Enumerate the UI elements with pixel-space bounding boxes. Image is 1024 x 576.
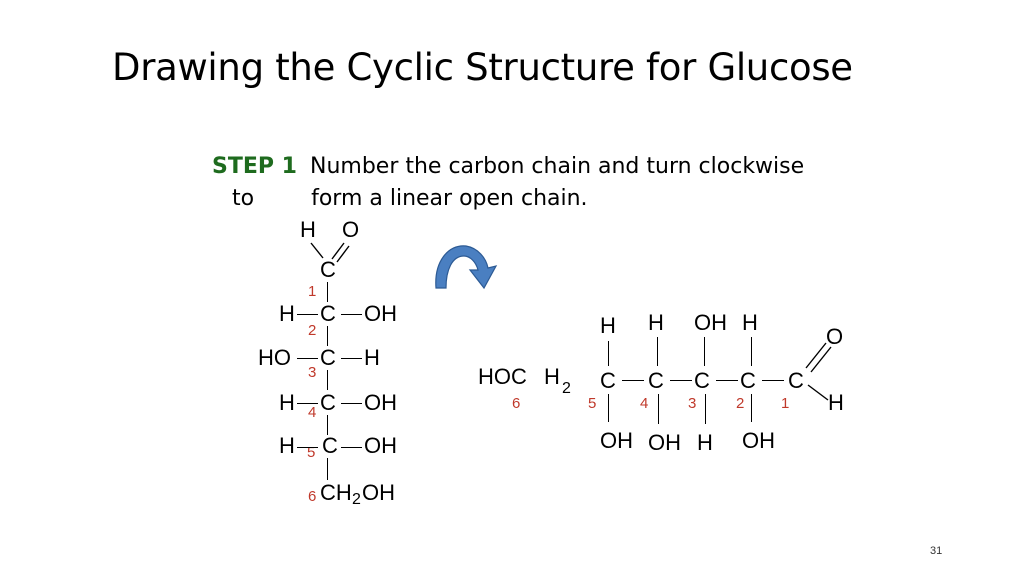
fischer-c5: C <box>322 433 338 458</box>
fischer-bond-c1-h <box>310 242 324 259</box>
fischer-c6-subscript: 2 <box>352 491 361 508</box>
fischer-bond-c1-o-double <box>336 245 350 263</box>
fischer-c1-h: H <box>300 217 316 242</box>
fischer-c4: C <box>320 390 336 415</box>
slide-title: Drawing the Cyclic Structure for Glucose <box>112 46 853 89</box>
linear-bottom-5: OH <box>600 428 633 453</box>
linear-bond <box>751 337 753 366</box>
fischer-bond <box>341 403 362 405</box>
fischer-number-5: 5 <box>307 444 316 461</box>
clockwise-curved-arrow-icon <box>435 245 498 290</box>
fischer-bond <box>327 458 329 480</box>
fischer-bond <box>297 403 318 405</box>
fischer-bond <box>297 447 318 449</box>
linear-c4: C <box>648 368 664 393</box>
linear-bond <box>670 380 692 382</box>
linear-bond <box>608 341 610 366</box>
linear-c3: C <box>694 368 710 393</box>
step-label: STEP 1 <box>212 154 297 179</box>
step-text-2a: to <box>232 186 255 211</box>
page-number: 31 <box>930 545 943 557</box>
fischer-bond <box>297 314 318 316</box>
linear-bond <box>762 380 784 382</box>
linear-bottom-3: H <box>697 430 713 455</box>
fischer-bond <box>341 358 362 360</box>
linear-bond <box>716 380 738 382</box>
fischer-c1-o: O <box>342 217 360 242</box>
fischer-c6-oh: OH <box>362 480 395 505</box>
linear-aldehyde-o: O <box>826 324 844 349</box>
linear-hoc: HOC <box>478 364 527 389</box>
linear-bond <box>608 394 610 422</box>
linear-bond <box>751 394 753 422</box>
fischer-bond-c1-o <box>331 242 345 260</box>
fischer-c4-left: H <box>279 390 295 415</box>
linear-c2: C <box>740 368 756 393</box>
fischer-number-3: 3 <box>308 364 317 381</box>
fischer-c1: C <box>320 257 336 282</box>
fischer-bond <box>327 415 329 435</box>
linear-number-6: 6 <box>512 395 521 412</box>
step-text-1: Number the carbon chain and turn clockwi… <box>309 154 805 179</box>
fischer-c5-right: OH <box>364 433 397 458</box>
linear-bottom-2: OH <box>742 428 775 453</box>
fischer-c3-right: H <box>364 345 380 370</box>
linear-bond <box>658 394 660 424</box>
step-text-2b: form a linear open chain. <box>311 186 588 211</box>
step-instruction-line1: STEP 1 Number the carbon chain and turn … <box>212 154 804 179</box>
linear-top-4: H <box>648 310 664 335</box>
fischer-c3: C <box>320 345 336 370</box>
linear-h2-subscript: 2 <box>562 380 571 397</box>
linear-aldehyde-h: H <box>828 390 844 415</box>
linear-number-2: 2 <box>736 395 745 412</box>
fischer-c2-right: OH <box>364 301 397 326</box>
linear-number-5: 5 <box>588 395 597 412</box>
fischer-bond <box>341 447 362 449</box>
linear-c1: C <box>788 368 804 393</box>
fischer-c4-right: OH <box>364 390 397 415</box>
linear-top-5: H <box>600 313 616 338</box>
linear-number-1: 1 <box>781 395 790 412</box>
fischer-bond <box>327 370 329 390</box>
fischer-c3-left: HO <box>258 345 291 370</box>
fischer-number-6: 6 <box>308 488 317 505</box>
linear-bond-c1-o <box>805 342 827 369</box>
fischer-bond <box>327 282 329 302</box>
linear-h2: H <box>544 364 560 389</box>
step-instruction-line2: to form a linear open chain. <box>232 186 588 211</box>
linear-bond-c1-o-double <box>810 346 832 373</box>
linear-c5: C <box>600 368 616 393</box>
rotation-arrow-body <box>435 245 498 290</box>
fischer-number-2: 2 <box>308 322 317 339</box>
linear-bond-c1-h <box>807 384 829 401</box>
fischer-bond <box>341 314 362 316</box>
linear-top-2: H <box>742 310 758 335</box>
linear-top-3: OH <box>694 310 727 335</box>
fischer-number-1: 1 <box>308 283 317 300</box>
linear-bond <box>704 337 706 366</box>
fischer-c5-left: H <box>279 433 295 458</box>
fischer-c2: C <box>320 301 336 326</box>
fischer-bond <box>327 326 329 346</box>
linear-bond <box>657 337 659 366</box>
linear-bottom-4: OH <box>648 430 681 455</box>
fischer-bond <box>297 358 318 360</box>
linear-number-4: 4 <box>640 395 649 412</box>
linear-bond <box>622 380 644 382</box>
linear-bond <box>705 394 707 424</box>
linear-number-3: 3 <box>688 395 697 412</box>
fischer-number-4: 4 <box>308 404 317 421</box>
fischer-c2-left: H <box>279 301 295 326</box>
fischer-c6-ch: CH <box>320 480 352 505</box>
